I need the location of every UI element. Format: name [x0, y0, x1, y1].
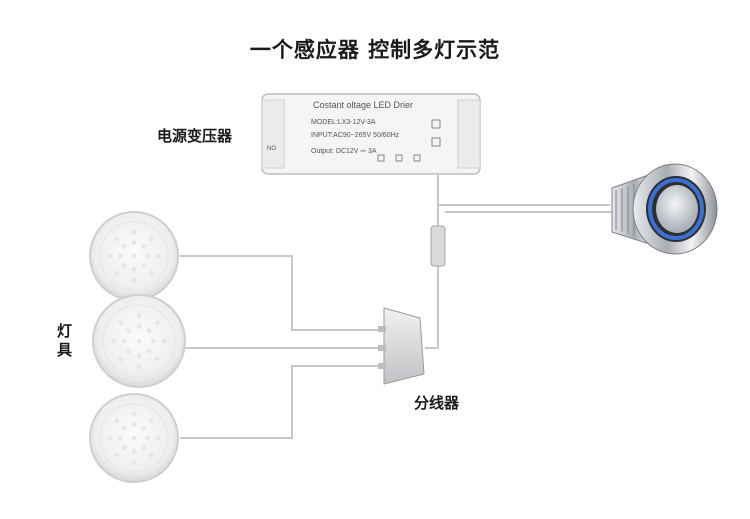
led-dot [141, 445, 147, 450]
led-dot [131, 411, 137, 417]
led-dot [154, 320, 160, 326]
led-dot [136, 313, 142, 318]
led-dot [114, 452, 120, 458]
wires [180, 175, 612, 439]
label-splitter: 分线器 [414, 394, 460, 412]
sensor-switch [611, 163, 718, 255]
led-dot [136, 338, 142, 344]
led-dot [162, 338, 168, 344]
driver-title: Costant oltage LED Drier [313, 100, 413, 110]
led-dot [145, 253, 150, 259]
led-dot [148, 270, 154, 276]
wire-connector [430, 225, 446, 267]
led-dot [146, 328, 152, 334]
led-dot [118, 253, 123, 259]
led-dot [131, 267, 137, 272]
led-dot [141, 426, 147, 431]
label-transformer: 电源变压器 [157, 127, 233, 145]
led-dot [131, 277, 137, 283]
led-dot [126, 348, 132, 354]
driver-output: Output: DC12V ⎓ 3A [311, 148, 377, 155]
wire-lamp-1 [180, 255, 384, 331]
led-dots [107, 229, 168, 465]
led-dot [148, 452, 154, 458]
power-driver: Costant oltage LED Drier MODEL:LX3-12V-3… [261, 93, 481, 175]
led-dot [154, 356, 160, 362]
led-dot [136, 353, 142, 358]
led-dot [136, 364, 142, 369]
led-dot [136, 324, 142, 329]
led-dot [122, 338, 127, 344]
led-dot [146, 348, 152, 354]
driver-input: INPUT:AC90~265V 50/60Hz [311, 132, 400, 139]
label-lamps: 灯具 [57, 322, 73, 359]
led-dot [148, 418, 154, 424]
led-dot [148, 236, 154, 242]
splitter [378, 307, 425, 385]
led-dot [131, 229, 137, 235]
led-dot [122, 263, 127, 268]
led-dot [118, 320, 124, 326]
led-dot [107, 435, 113, 441]
led-dot [151, 338, 156, 344]
led-dot [131, 459, 137, 465]
led-dot [131, 435, 137, 441]
page-title: 一个感应器 控制多灯示范 [249, 38, 501, 62]
led-dot [122, 445, 127, 450]
driver-model: MODEL:LX3-12V-3A [311, 119, 376, 126]
led-dot [114, 236, 120, 242]
led-dot [155, 253, 161, 259]
led-dot [126, 328, 132, 334]
led-dot [111, 338, 116, 344]
led-dot [114, 270, 120, 276]
led-dot [141, 263, 147, 268]
led-dot [114, 418, 120, 424]
led-dot [131, 449, 137, 454]
led-dot [118, 356, 124, 362]
led-dot [145, 435, 150, 441]
led-dot [141, 244, 147, 249]
sensor-blue-ring [648, 178, 704, 240]
wire-lamp-3 [180, 365, 384, 439]
led-dot [122, 426, 127, 431]
led-dot [131, 422, 137, 427]
driver-side-label: NO [267, 146, 276, 152]
led-dot [118, 435, 123, 441]
led-dot [122, 244, 127, 249]
led-dot [131, 240, 137, 245]
led-dot [155, 435, 161, 441]
led-dot [107, 253, 113, 259]
led-dot [131, 253, 137, 259]
